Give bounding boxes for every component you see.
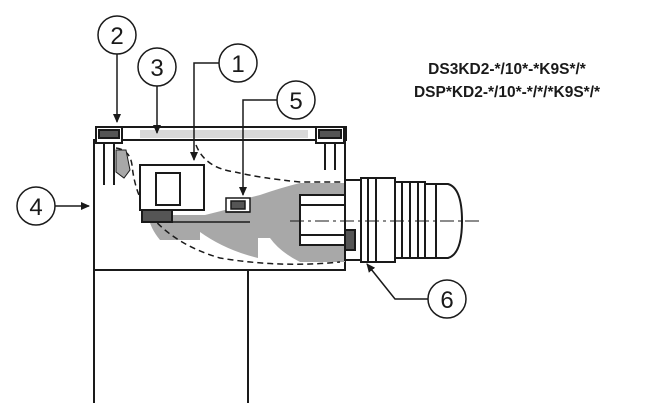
callout-4: 4 <box>16 186 56 226</box>
callouts: 2 3 1 5 4 6 <box>16 15 467 319</box>
svg-text:2: 2 <box>110 23 123 50</box>
cover-plate <box>95 126 347 141</box>
svg-text:1: 1 <box>231 51 244 78</box>
leader-1 <box>190 62 219 161</box>
leader-6 <box>366 263 428 300</box>
cover-screws <box>95 126 345 185</box>
svg-text:6: 6 <box>440 287 453 314</box>
svg-text:5: 5 <box>289 88 302 115</box>
svg-text:4: 4 <box>29 194 42 221</box>
internal-terminal <box>225 197 251 213</box>
callout-5: 5 <box>276 80 316 120</box>
callout-2: 2 <box>97 15 137 55</box>
model-codes: DS3KD2-*/10*-*K9S*/* DSP*KD2-*/10*-*/*/*… <box>372 58 642 104</box>
leader-lines <box>55 54 428 300</box>
leader-5 <box>239 99 277 196</box>
callout-6: 6 <box>427 279 467 319</box>
model-code-1: DS3KD2-*/10*-*K9S*/* <box>428 61 586 78</box>
callout-3: 3 <box>137 47 177 87</box>
model-code-2: DSP*KD2-*/10*-*/*/*K9S*/* <box>413 84 601 101</box>
cable-gland <box>290 177 480 263</box>
callout-1: 1 <box>218 43 258 83</box>
internal-switch-component <box>139 164 250 223</box>
svg-text:3: 3 <box>150 55 163 82</box>
